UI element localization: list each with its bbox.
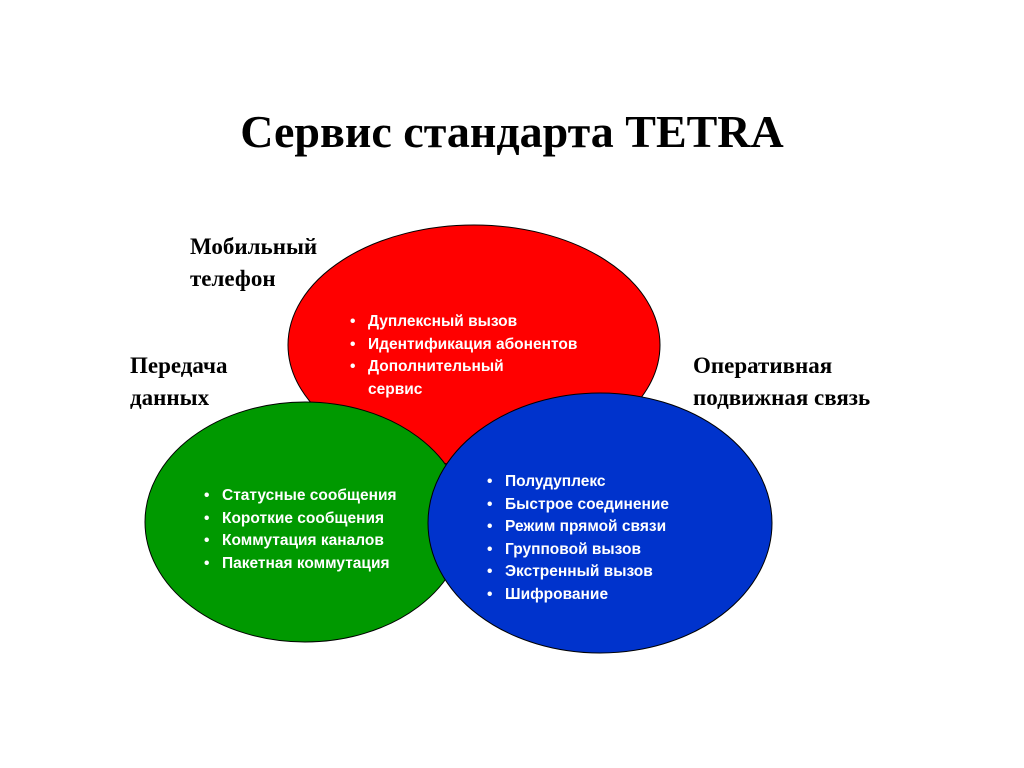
- pmr-label-line: Оперативная: [693, 353, 833, 378]
- data-transfer-label: Передача данных: [130, 350, 227, 414]
- list-item: Короткие сообщения: [204, 508, 397, 531]
- list-item: Коммутация каналов: [204, 530, 397, 553]
- list-item: Дополнительный: [350, 356, 577, 379]
- list-item: Полудуплекс: [487, 471, 669, 494]
- list-item: Статусные сообщения: [204, 485, 397, 508]
- mobile-phone-label: Мобильный телефон: [190, 231, 317, 295]
- list-item: Групповой вызов: [487, 539, 669, 562]
- list-item: Дуплексный вызов: [350, 311, 577, 334]
- mobile-phone-label-line: Мобильный: [190, 234, 318, 259]
- mobile-phone-label-line: телефон: [190, 266, 276, 291]
- pmr-label-line: подвижная связь: [693, 385, 871, 410]
- data-transfer-label-line: Передача: [130, 353, 228, 378]
- pmr-services-list: Полудуплекс Быстрое соединение Режим пря…: [487, 471, 669, 606]
- list-item: Режим прямой связи: [487, 516, 669, 539]
- list-item: Быстрое соединение: [487, 494, 669, 517]
- list-item: Идентификация абонентов: [350, 334, 577, 357]
- mobile-services-list: Дуплексный вызов Идентификация абонентов…: [350, 311, 577, 401]
- data-transfer-label-line: данных: [130, 385, 210, 410]
- pmr-label: Оперативная подвижная связь: [693, 350, 870, 414]
- list-item: Экстренный вызов: [487, 561, 669, 584]
- list-item: Пакетная коммутация: [204, 553, 397, 576]
- list-item-continuation: сервис: [368, 380, 423, 398]
- list-item: Шифрование: [487, 584, 669, 607]
- page-title: Сервис стандарта TETRA: [240, 106, 784, 157]
- data-services-list: Статусные сообщения Короткие сообщения К…: [204, 485, 397, 575]
